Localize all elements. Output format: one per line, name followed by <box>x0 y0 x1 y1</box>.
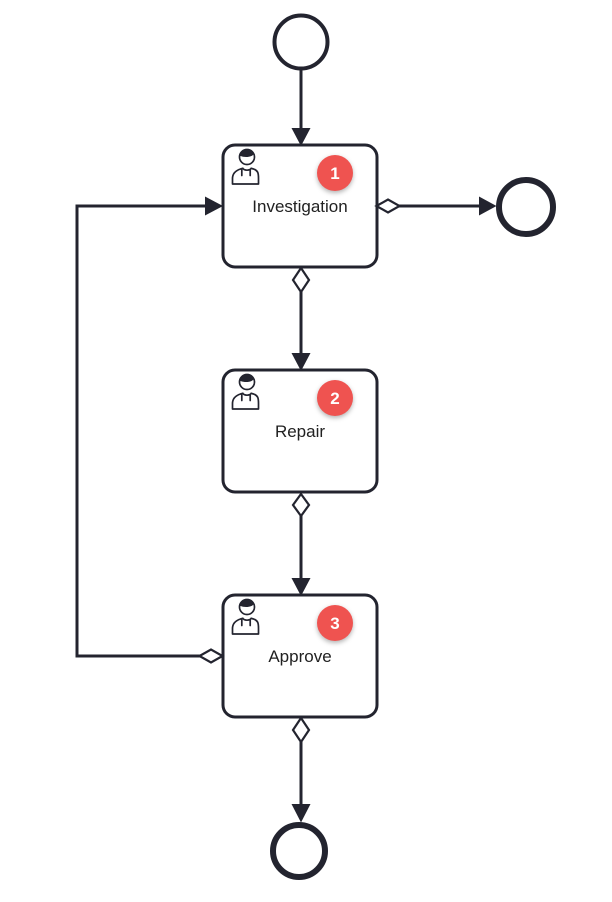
task-approve[interactable]: Approve 3 <box>221 593 379 719</box>
arrowhead-icon <box>291 578 311 596</box>
end-event-bottom[interactable] <box>270 822 328 880</box>
badge-overlay[interactable]: 3 <box>317 605 353 641</box>
task-label: Approve <box>268 647 331 666</box>
arrowhead-icon <box>479 196 497 216</box>
badge-circle[interactable] <box>317 380 353 416</box>
end-event-circle[interactable] <box>270 822 328 880</box>
badge-number: 3 <box>330 614 339 633</box>
end-event-right[interactable] <box>496 177 556 237</box>
badge-number: 1 <box>330 164 339 183</box>
task-repair[interactable]: Repair 2 <box>221 368 379 494</box>
arrowhead-icon <box>205 196 223 216</box>
flow-line[interactable] <box>75 204 206 658</box>
flow-repair-to-approve[interactable] <box>291 492 311 596</box>
conditional-marker-icon[interactable] <box>197 648 225 664</box>
flow-start-to-investigation[interactable] <box>291 70 311 146</box>
start-event[interactable] <box>272 13 330 71</box>
arrowhead-icon <box>291 353 311 371</box>
start-event-circle[interactable] <box>272 13 330 71</box>
task-label: Repair <box>275 422 325 441</box>
badge-number: 2 <box>330 389 339 408</box>
flow-investigation-to-end-right[interactable] <box>374 196 497 216</box>
conditional-marker-icon[interactable] <box>291 492 311 518</box>
badge-circle[interactable] <box>317 605 353 641</box>
badge-circle[interactable] <box>317 155 353 191</box>
arrowhead-icon <box>291 128 311 146</box>
badge-overlay[interactable]: 2 <box>317 380 353 416</box>
flow-approve-to-end-bottom[interactable] <box>291 716 311 823</box>
task-investigation[interactable]: Investigation 1 <box>221 143 379 269</box>
end-event-circle[interactable] <box>496 177 556 237</box>
badge-overlay[interactable]: 1 <box>317 155 353 191</box>
conditional-marker-icon[interactable] <box>291 266 311 294</box>
task-label: Investigation <box>252 197 347 216</box>
arrowhead-icon <box>291 804 311 823</box>
conditional-marker-icon[interactable] <box>374 198 402 214</box>
flow-investigation-to-repair[interactable] <box>291 266 311 371</box>
conditional-marker-icon[interactable] <box>291 716 311 744</box>
flow-approve-loop-to-investigation[interactable] <box>75 196 225 664</box>
